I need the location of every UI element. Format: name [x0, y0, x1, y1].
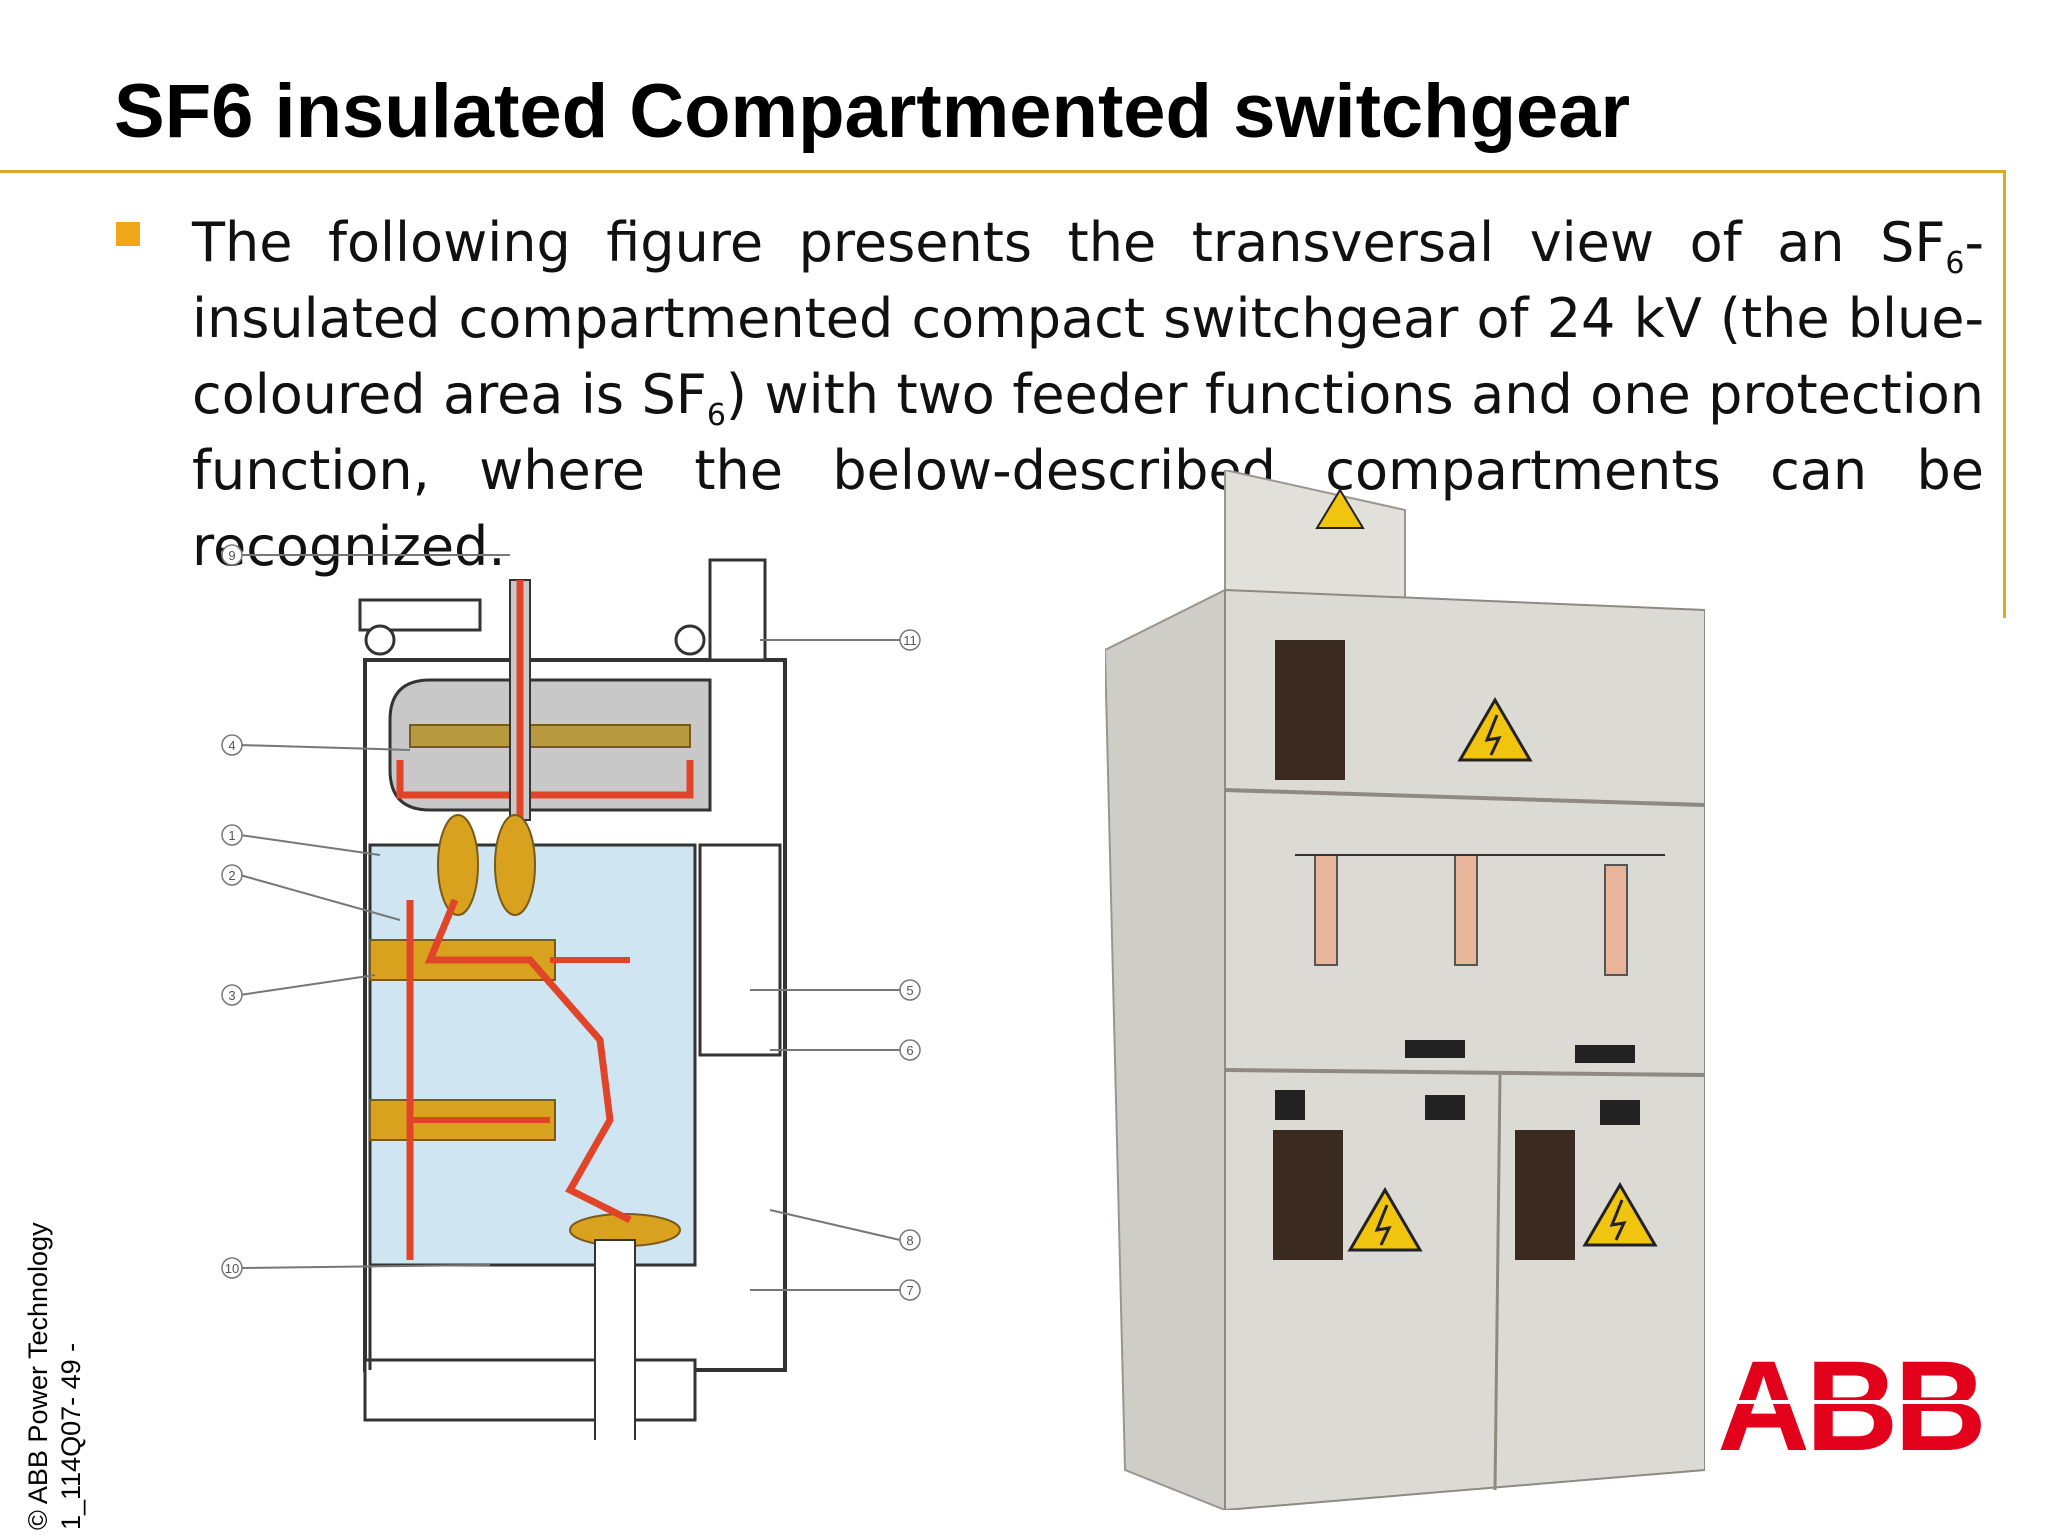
mechanism-compartment [698, 843, 782, 1057]
callout-label: 7 [906, 1283, 913, 1298]
callout-label: 9 [228, 548, 235, 563]
callout-label: 5 [906, 983, 913, 998]
title-divider [0, 170, 2006, 173]
bullet-marker [116, 222, 140, 246]
callout-label: 1 [228, 828, 235, 843]
cabinet-base [363, 1358, 697, 1422]
callout-label: 11 [903, 633, 917, 648]
text-frame-border [2003, 170, 2006, 618]
sf6-area [368, 843, 697, 1267]
callout-label: 3 [228, 988, 235, 1003]
cable-termination [594, 1239, 636, 1440]
high-voltage-warning-icon [1315, 488, 1365, 529]
bullet-text-part2: -insulated compartmented compact switchg… [192, 211, 1984, 426]
footer-side-note: © ABB Power Technology 1_114Q07- 49 - [22, 1222, 88, 1530]
top-right-box [708, 558, 767, 662]
bullet-text-part3: ) with two feeder functions and one prot… [192, 363, 1984, 578]
callout-label: 4 [228, 738, 235, 753]
high-voltage-warning-icon [1347, 1187, 1423, 1252]
callout-label: 8 [906, 1233, 913, 1248]
slide-reference: 1_114Q07- 49 - [56, 1342, 86, 1530]
callout-label: 6 [906, 1043, 913, 1058]
bullet-text: The following figure presents the transv… [192, 205, 1984, 585]
switchgear-photo [1105, 470, 1705, 1510]
high-voltage-warning-icon [1582, 1182, 1658, 1247]
sf6-subscript-1: 6 [1945, 245, 1965, 281]
switchgear-cross-section-diagram: 9 4 1 2 3 10 11 5 6 8 7 [221, 544, 921, 1440]
bullet-text-part1: The following figure presents the transv… [192, 211, 1946, 274]
sf6-subscript-2: 6 [706, 397, 726, 433]
callout-label: 10 [225, 1261, 239, 1276]
copyright-text: © ABB Power Technology [23, 1222, 53, 1530]
abb-logo: ABB [1718, 1350, 1982, 1456]
callout-label: 2 [228, 868, 235, 883]
high-voltage-warning-icon [1457, 697, 1533, 762]
slide-title: SF6 insulated Compartmented switchgear [114, 69, 1631, 154]
